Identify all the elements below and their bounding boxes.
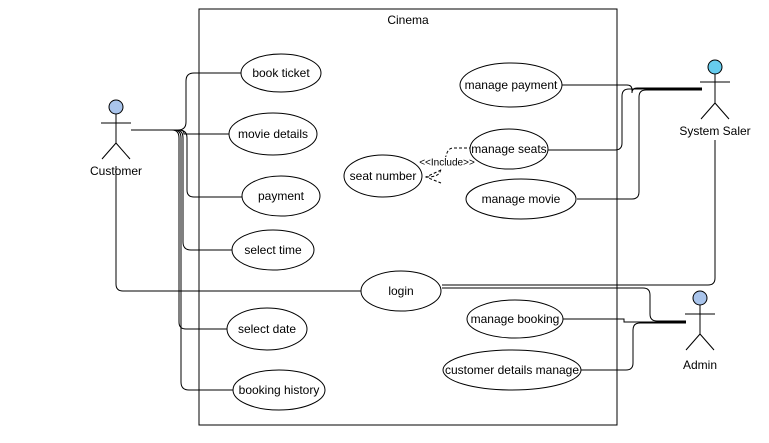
system-saler-associations: [442, 84, 716, 286]
actor-customer-label: Customer: [90, 164, 142, 178]
use-case-label: manage payment: [465, 78, 558, 92]
use-case-label: select time: [244, 243, 302, 257]
use-case-label: booking history: [239, 383, 320, 397]
actor-admin-head: [692, 290, 708, 306]
include-label-bg: [418, 157, 476, 169]
actor-customer: Customer: [90, 99, 142, 178]
edge-customer-payment: [131, 129, 242, 198]
actor-system-saler: System Saler: [679, 59, 751, 138]
edge-saler-manage-movie: [577, 89, 702, 200]
edge-admin-login: [442, 287, 686, 322]
use-case-manage-movie: manage movie: [465, 178, 577, 220]
actor-customer-head: [108, 99, 124, 115]
use-case-movie-details: movie details: [228, 112, 318, 156]
use-case-payment: payment: [241, 175, 321, 217]
actor-system-saler-label: System Saler: [679, 124, 750, 138]
use-case-seat-number: seat number: [343, 154, 423, 198]
include-arrowhead: [424, 169, 442, 184]
actor-admin-label: Admin: [683, 358, 717, 372]
admin-associations: [442, 287, 686, 371]
include-label: <<Include>>: [419, 158, 475, 169]
customer-associations: [115, 72, 362, 391]
edge-admin-manage-booking: [563, 318, 686, 323]
edge-saler-manage-payment: [562, 84, 702, 94]
actor-admin: Admin: [683, 290, 717, 372]
edge-customer-select-date: [131, 129, 227, 330]
edge-customer-book-ticket: [131, 72, 241, 131]
system-title: Cinema: [387, 13, 429, 27]
use-case-customer-details-manage: customer details manage: [442, 349, 582, 391]
use-case-label: select date: [238, 322, 296, 336]
edge-saler-manage-seats: [548, 88, 702, 151]
edge-customer-select-time: [131, 129, 232, 251]
edge-customer-booking-history: [131, 129, 234, 391]
system-boundary: [198, 8, 618, 426]
use-case-manage-booking: manage booking: [466, 299, 564, 339]
edge-customer-login: [115, 166, 362, 292]
include-dashed-line: [425, 147, 472, 178]
use-case-manage-seats: manage seats: [469, 128, 549, 170]
use-case-select-date: select date: [226, 307, 308, 351]
use-case-manage-payment: manage payment: [459, 62, 563, 108]
use-case-select-time: select time: [231, 229, 315, 271]
use-case-label: movie details: [238, 127, 308, 141]
use-case-label: customer details manage: [445, 363, 579, 377]
use-case-booking-history: booking history: [232, 369, 326, 411]
include-relation: <<Include>>: [418, 147, 476, 184]
actor-system-saler-head: [707, 59, 723, 75]
edge-saler-login: [442, 140, 716, 286]
use-case-label: login: [388, 284, 413, 298]
use-case-label: book ticket: [252, 66, 310, 80]
edge-admin-customer-details: [580, 322, 686, 371]
use-case-label: manage movie: [482, 192, 561, 206]
use-case-label: manage booking: [471, 312, 560, 326]
use-case-label: seat number: [350, 169, 417, 183]
use-case-label: payment: [258, 189, 305, 203]
use-case-label: manage seats: [471, 142, 546, 156]
use-case-login: login: [360, 270, 442, 312]
use-case-book-ticket: book ticket: [240, 53, 322, 93]
